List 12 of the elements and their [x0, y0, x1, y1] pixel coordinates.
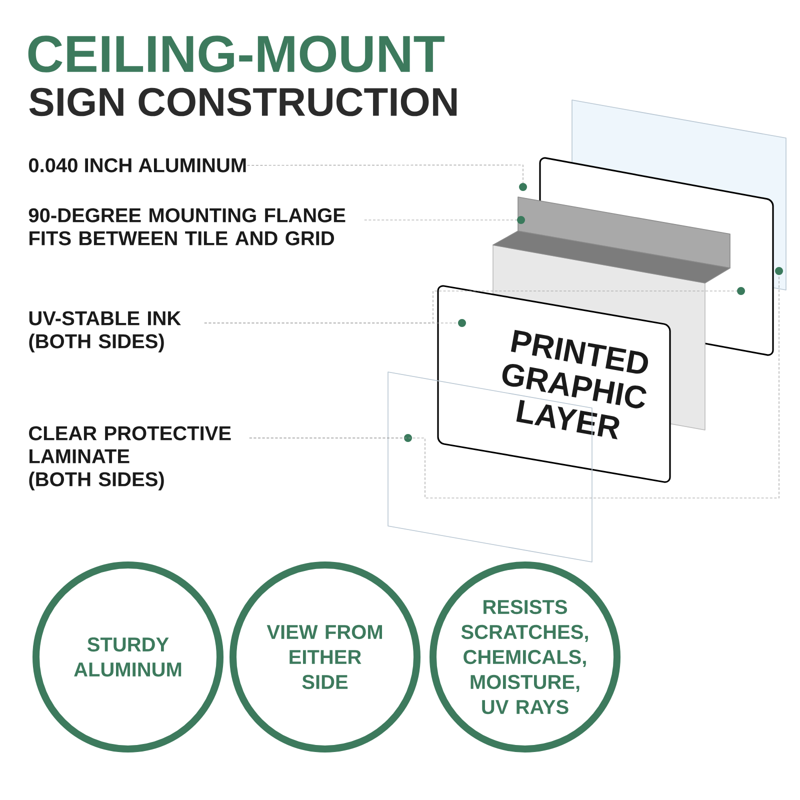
printed-sign-panel: PRINTED GRAPHIC LAYER: [437, 285, 671, 483]
subtitle: SIGN CONSTRUCTION: [29, 88, 457, 116]
callout-label: 90-DEGREE MOUNTING FLANGE FITS BETWEEN TILE AND GRID: [28, 208, 346, 246]
callout-label: 0.040 INCH ALUMINUM: [28, 158, 246, 172]
callout-label: CLEAR PROTECTIVE LAMINATE (BOTH SIDES): [29, 426, 231, 490]
title: CEILING-MOUNT: [28, 36, 444, 72]
mounting-flange: [492, 196, 730, 284]
leader-line: [249, 267, 783, 498]
callout-label: UV-STABLE INK (BOTH SIDES): [29, 311, 181, 352]
leader-line: [364, 216, 525, 224]
leader-line: [204, 287, 745, 324]
leader-line: [247, 164, 527, 191]
